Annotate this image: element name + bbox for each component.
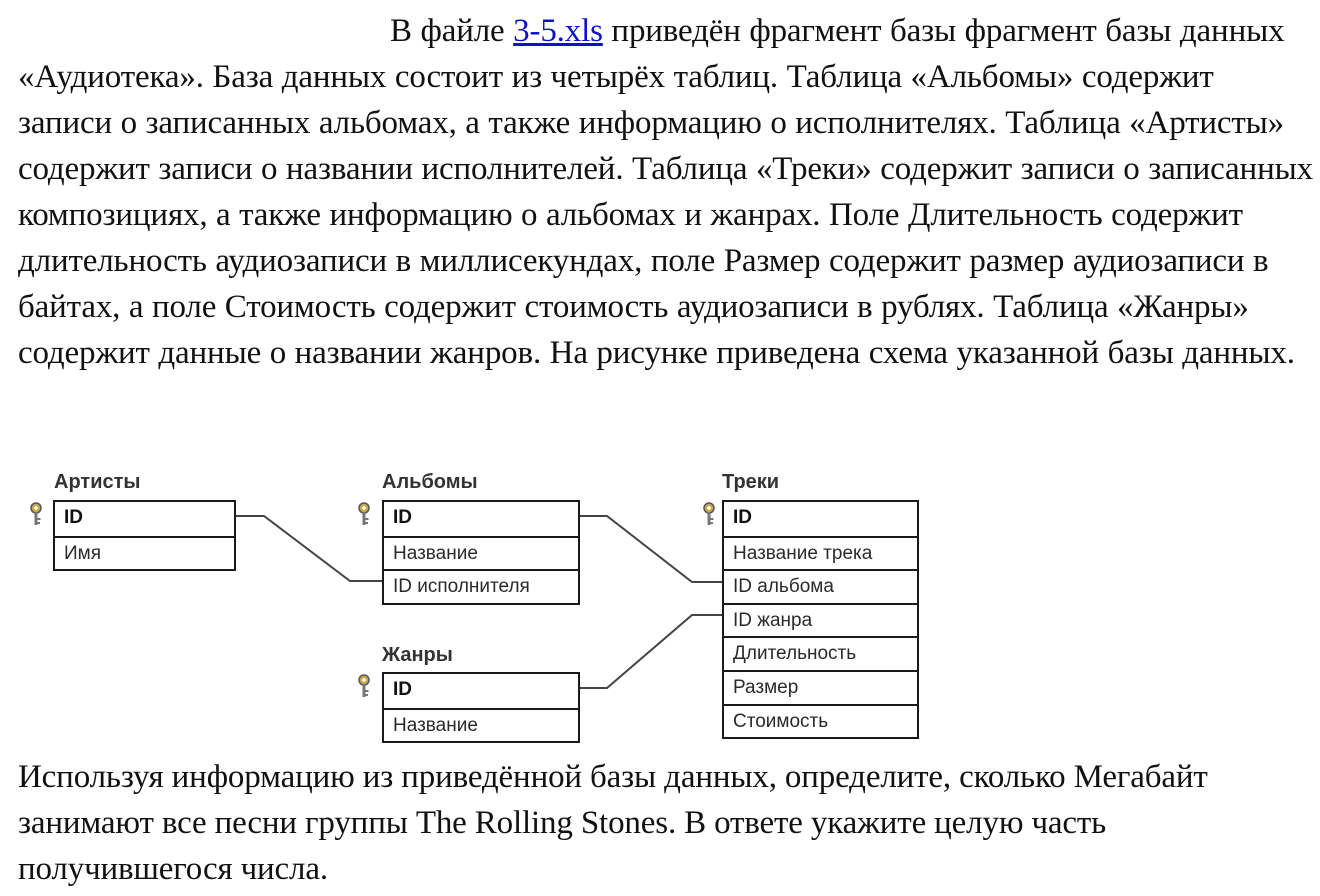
- question-paragraph: Используя информацию из приведённой базы…: [18, 759, 1208, 887]
- field-tracks-album-id: ID альбома: [724, 569, 917, 603]
- intro-text: приведён фрагмент базы фрагмент базы дан…: [18, 13, 1313, 371]
- table-title-artists: Артисты: [54, 471, 141, 493]
- relation-albums-tracks: [579, 515, 722, 583]
- table-title-tracks: Треки: [722, 471, 780, 493]
- primary-key-icon: [358, 674, 370, 697]
- field-artists-id: ID: [64, 507, 83, 528]
- table-genres: ID Название: [382, 672, 580, 744]
- field-albums-id: ID: [393, 507, 412, 528]
- database-schema-diagram: Артисты ID Имя Альбомы ID Название ID ис…: [0, 462, 1320, 752]
- table-tracks: ID Название трека ID альбома ID жанра Дл…: [722, 500, 919, 740]
- field-tracks-genre-id: ID жанра: [724, 602, 917, 637]
- field-tracks-size: Размер: [724, 669, 917, 704]
- primary-key-icon: [358, 502, 370, 525]
- field-genres-id: ID: [393, 679, 412, 700]
- table-albums: ID Название ID исполнителя: [382, 500, 580, 605]
- relation-artists-albums: [236, 515, 382, 582]
- field-tracks-title: Название трека: [724, 535, 917, 570]
- field-tracks-id: ID: [733, 507, 752, 528]
- field-artists-name: Имя: [55, 535, 234, 570]
- file-link[interactable]: 3-5.xls: [513, 13, 603, 49]
- table-title-genres: Жанры: [382, 644, 453, 666]
- table-title-albums: Альбомы: [382, 471, 478, 493]
- relationship-lines: [236, 515, 722, 689]
- intro-paragraph: В файле 3-5.xls приведён фрагмент базы ф…: [18, 8, 1314, 376]
- field-tracks-duration: Длительность: [724, 636, 917, 670]
- relation-genres-tracks: [579, 614, 722, 689]
- field-albums-artist-id: ID исполнителя: [384, 569, 578, 603]
- field-albums-title: Название: [384, 535, 578, 570]
- primary-key-icon: [30, 502, 42, 525]
- field-genres-title: Название: [384, 707, 578, 742]
- primary-key-icon: [703, 502, 715, 525]
- intro-text-before-link: В файле: [390, 13, 514, 49]
- field-tracks-cost: Стоимость: [724, 703, 917, 738]
- table-artists: ID Имя: [53, 500, 236, 572]
